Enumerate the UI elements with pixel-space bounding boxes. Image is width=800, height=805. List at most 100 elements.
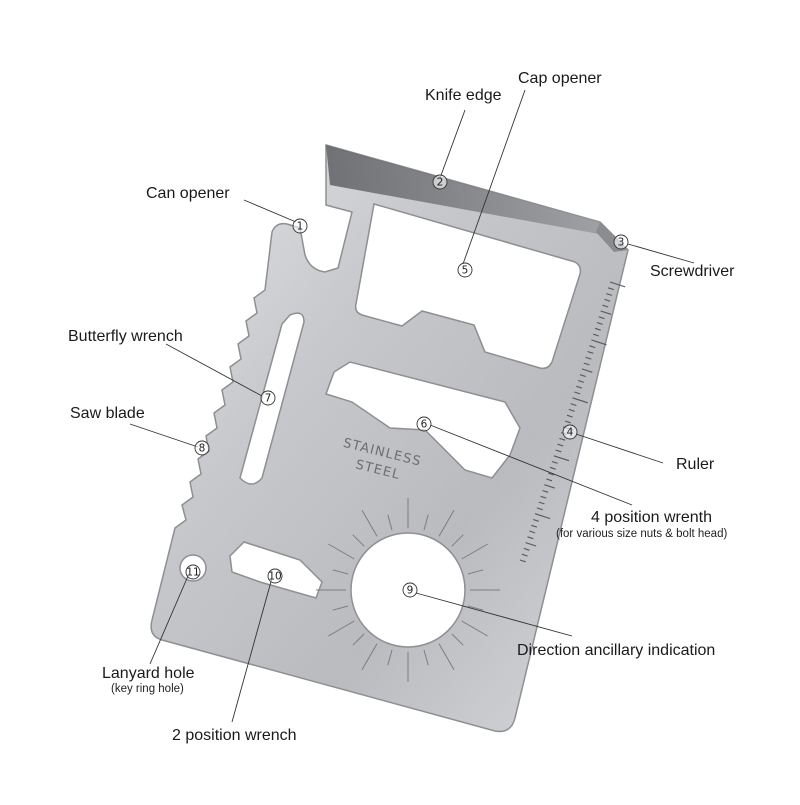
direction-ray [352, 633, 365, 646]
direction-ray [423, 649, 429, 666]
leader-can-opener [243, 199, 297, 223]
ruler-tick [532, 518, 539, 522]
label-two-position-wrench: 2 position wrench [172, 727, 297, 744]
direction-ray [328, 620, 355, 637]
callout-badge-7: 7 [260, 390, 276, 406]
ruler-tick [557, 443, 564, 447]
ruler-tick [519, 559, 526, 563]
ruler-tick [531, 524, 538, 528]
leader-butterfly-wrench [165, 343, 263, 397]
callout-number: 9 [407, 585, 414, 597]
ruler-tick [564, 420, 571, 424]
ruler-tick [534, 513, 551, 520]
ruler-tick [579, 374, 586, 378]
label-saw-blade: Saw blade [70, 405, 145, 422]
label-four-position-wrench: 4 position wrenth [591, 509, 712, 526]
ruler-tick [529, 530, 536, 534]
ruler-tick [536, 507, 543, 511]
leader-four-position-wrench [429, 424, 633, 506]
note-four-position-wrench: (for various size nuts & bolt head) [556, 528, 728, 540]
ruler-tick [589, 345, 596, 349]
callout-badge-3: 3 [613, 234, 629, 250]
direction-ray [352, 534, 365, 547]
callout-badge-6: 6 [416, 416, 432, 432]
ruler-tick [591, 339, 607, 346]
ruler-tick [542, 489, 549, 493]
callout-number: 2 [437, 177, 444, 189]
callout-badges: 1 2 3 4 5 6 7 8 9 10 11 [185, 174, 629, 598]
direction-ray [361, 510, 378, 537]
ruler-tick [570, 403, 577, 407]
leader-two-position-wrench [231, 577, 273, 723]
callout-badge-9: 9 [402, 582, 418, 598]
direction-ray [332, 605, 349, 611]
ruler-tick [547, 472, 554, 476]
ruler-tick [523, 547, 530, 551]
direction-ray [332, 569, 349, 575]
label-direction-indication: Direction ancillary indication [517, 642, 716, 659]
direction-ray [438, 510, 455, 537]
leader-ruler [575, 433, 664, 464]
label-ruler: Ruler [676, 456, 715, 473]
ruler-tick [592, 333, 599, 337]
leader-screwdriver [627, 243, 695, 264]
ruler-tick [521, 553, 528, 557]
ruler-tick [572, 397, 588, 404]
ruler-tick [609, 281, 626, 288]
leader-knife-edge [439, 109, 466, 179]
direction-ray [423, 514, 429, 531]
direction-rays [316, 498, 500, 682]
ruler-tick [576, 385, 583, 389]
direction-ray [361, 643, 378, 670]
callout-number: 5 [462, 265, 469, 277]
callout-number: 7 [265, 393, 272, 405]
ruler-tick [602, 304, 609, 308]
ruler-tick [551, 460, 558, 464]
leader-saw-blade [129, 423, 199, 448]
callout-badge-1: 1 [292, 218, 308, 234]
direction-ray [451, 633, 464, 646]
direction-ray [467, 569, 484, 575]
callout-badge-2: 2 [432, 174, 448, 190]
direction-ray [461, 620, 488, 637]
callout-badge-4: 4 [562, 424, 578, 440]
ruler-tick [540, 495, 547, 499]
callout-number: 3 [618, 237, 625, 249]
direction-ray [467, 605, 484, 611]
ruler-tick [527, 536, 534, 540]
ruler-tick [598, 316, 605, 320]
leader-lanyard-hole [149, 575, 189, 665]
direction-ray [451, 534, 464, 547]
ruler-tick [553, 455, 570, 462]
callout-badge-8: 8 [194, 440, 210, 456]
label-lanyard-hole: Lanyard hole [102, 665, 195, 682]
leader-direction [415, 592, 573, 637]
ruler-tick [568, 408, 575, 412]
ruler-tick [538, 501, 545, 505]
callout-number: 11 [186, 567, 199, 579]
ruler-tick [604, 298, 611, 302]
direction-ray [387, 649, 393, 666]
leader-lines [129, 89, 695, 723]
ruler-tick [555, 449, 562, 453]
ruler-tick [594, 327, 601, 331]
knife-edge [326, 145, 610, 236]
label-butterfly-wrench: Butterfly wrench [68, 328, 183, 345]
ruler-tick [585, 356, 592, 360]
direction-ray [461, 543, 488, 560]
ruler-tick [577, 379, 584, 383]
callout-number: 8 [199, 443, 206, 455]
ruler-tick [544, 484, 555, 489]
callout-badge-10: 10 [267, 568, 283, 584]
ruler-tick [583, 362, 590, 366]
callout-number: 6 [421, 419, 428, 431]
ruler-tick [566, 414, 573, 418]
callout-number: 4 [567, 427, 574, 439]
ruler-tick [581, 368, 593, 373]
ruler-tick [574, 391, 581, 395]
direction-ray [387, 514, 393, 531]
ruler-tick [549, 466, 556, 470]
direction-ray [438, 643, 455, 670]
